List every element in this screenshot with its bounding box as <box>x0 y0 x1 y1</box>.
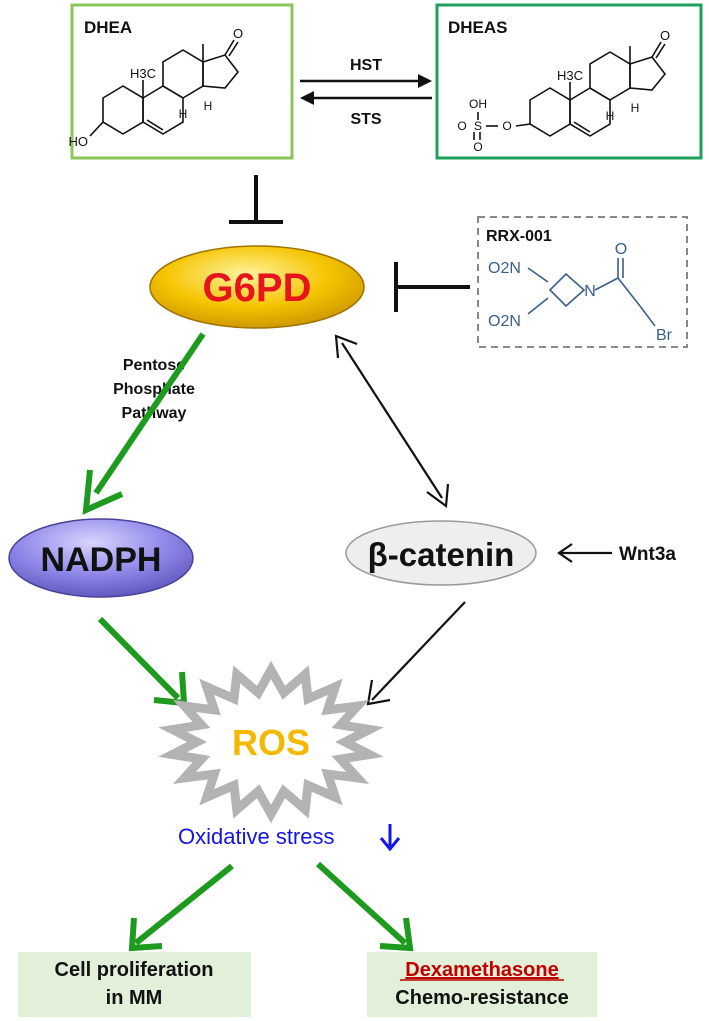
g6pd-to-nadph-arrow <box>82 332 206 515</box>
oxidative-stress-label: Oxidative stress <box>178 824 335 849</box>
dheas-structure <box>473 41 667 140</box>
pathway-label-line-3: Pathway <box>122 405 187 422</box>
ros-starburst <box>158 660 384 824</box>
g6pd-label: G6PD <box>203 266 312 310</box>
catenin-to-ros-arrow <box>366 601 466 706</box>
dhea-ketone-o: O <box>233 26 243 41</box>
dhea-ring-h-2: H <box>204 99 213 113</box>
dhea-ring-h-1: H <box>179 107 188 121</box>
rrx001-nitro-bottom: O2N <box>488 313 521 330</box>
dhea-inhibition-bar <box>229 175 283 224</box>
rrx001-box <box>477 216 688 348</box>
dheas-ring-h-1: H <box>606 109 615 123</box>
resistance-box <box>367 952 597 1017</box>
wnt3a-label: Wnt3a <box>619 544 676 565</box>
dhea-hydroxyl: HO <box>69 134 89 149</box>
dhea-methyl-label: H3C <box>130 66 156 81</box>
proliferation-line-2: in MM <box>106 987 163 1009</box>
dheas-box <box>435 3 703 160</box>
sts-label: STS <box>350 111 381 128</box>
ros-to-proliferation-arrow <box>128 863 234 952</box>
rrx001-bromine: Br <box>656 327 673 344</box>
g6pd-catenin-double-arrow <box>334 334 450 509</box>
rrx001-nitro-top: O2N <box>488 260 521 277</box>
ros-to-resistance-arrow <box>315 861 414 952</box>
ros-label: ROS <box>232 722 310 763</box>
dheas-sulfate-o-left: O <box>457 119 466 133</box>
g6pd-ellipse <box>149 245 365 329</box>
hst-label: HST <box>350 57 382 74</box>
dhea-label: DHEA <box>84 18 132 37</box>
oxidative-stress-down-icon <box>379 824 401 852</box>
dhea-structure <box>89 39 240 137</box>
nadph-ellipse <box>8 518 194 598</box>
dhea-box <box>70 3 294 160</box>
beta-catenin-label: β-catenin <box>368 536 515 573</box>
pathway-label-line-2: Phosphate <box>113 381 195 398</box>
beta-catenin-ellipse <box>345 520 537 586</box>
wnt3a-arrow <box>557 543 612 563</box>
rrx001-label: RRX-001 <box>486 228 552 245</box>
nadph-label: NADPH <box>41 541 162 579</box>
rrx001-nitrogen: N <box>584 283 596 300</box>
rrx001-inhibition-bar <box>394 262 470 312</box>
hst-arrow <box>300 74 432 88</box>
dheas-sulfate-oh: OH <box>469 97 487 111</box>
dheas-sulfate-s: S <box>474 119 482 133</box>
rrx001-oxygen: O <box>615 241 627 258</box>
proliferation-line-1: Cell proliferation <box>55 959 214 981</box>
dexamethasone-label: Dexamethasone <box>405 959 558 981</box>
sts-arrow <box>300 91 432 105</box>
dheas-label: DHEAS <box>448 18 508 37</box>
dheas-ketone-o: O <box>660 28 670 43</box>
chemo-resistance-label: Chemo-resistance <box>395 987 568 1009</box>
dheas-methyl-label: H3C <box>557 68 583 83</box>
dheas-sulfate-o-bridge: O <box>502 119 511 133</box>
dheas-ring-h-2: H <box>631 101 640 115</box>
rrx001-structure <box>527 258 656 327</box>
nadph-to-ros-arrow <box>97 616 188 707</box>
dheas-sulfate-o-bottom: O <box>473 140 482 154</box>
pathway-label-line-1: Pentose <box>123 357 185 374</box>
proliferation-box <box>18 952 251 1017</box>
